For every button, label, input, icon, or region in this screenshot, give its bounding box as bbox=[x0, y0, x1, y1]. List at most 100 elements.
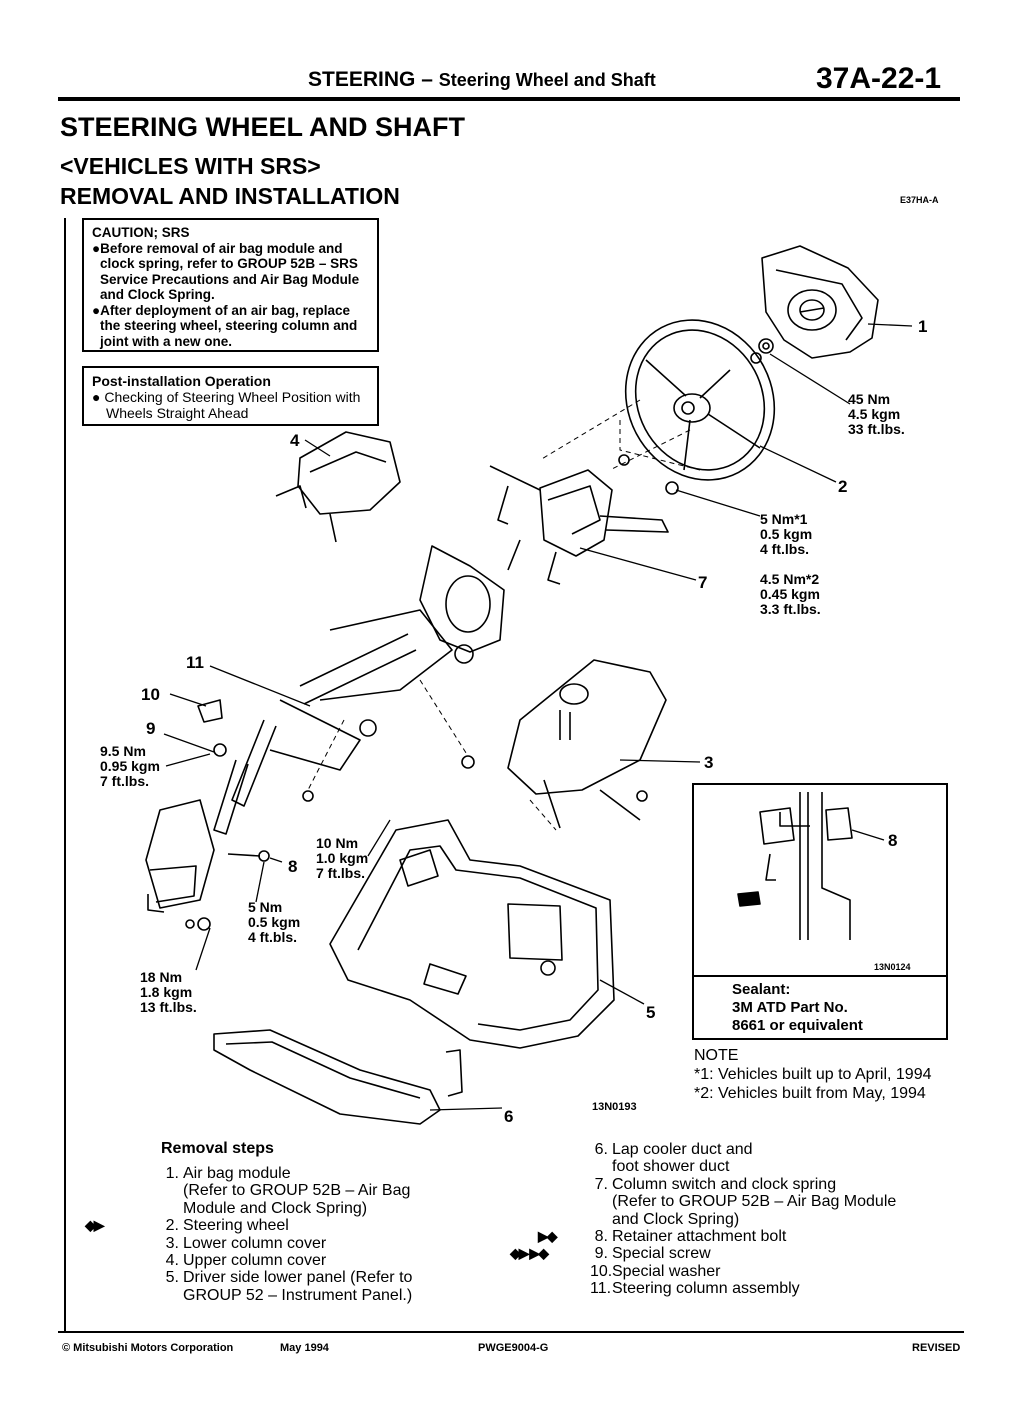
page-title: STEERING WHEEL AND SHAFT bbox=[60, 112, 466, 142]
step-number: 7. bbox=[594, 1175, 608, 1193]
removal-steps-right: 6. Lap cooler duct and foot shower duct … bbox=[510, 1141, 970, 1298]
callout-7: 7 bbox=[698, 573, 707, 592]
callout-labels: 1 2 3 4 5 6 7 8 8 9 10 11 bbox=[141, 317, 927, 1126]
step-number: 11. bbox=[590, 1280, 612, 1298]
service-point-symbol: ◆▶ ▶◆ bbox=[510, 1245, 549, 1262]
step-item: 5. Driver side lower panel (Refer to GRO… bbox=[161, 1269, 491, 1304]
figure-code-inset: 13N0124 bbox=[874, 962, 911, 972]
alignment-lines bbox=[307, 399, 701, 831]
step-number: 10. bbox=[590, 1262, 613, 1280]
step-item: 7. Column switch and clock spring (Refer… bbox=[590, 1176, 970, 1228]
torque-t1: 5 Nm*1 0.5 kgm 4 ft.lbs. bbox=[760, 511, 816, 557]
step-text: Special washer bbox=[612, 1262, 721, 1280]
sealant-line2: 8661 or equivalent bbox=[732, 1017, 863, 1034]
retainer-inset-box: Sealant: 3M ATD Part No. 8661 or equival… bbox=[692, 783, 948, 1040]
step-text: Column switch and clock spring bbox=[612, 1175, 837, 1193]
service-point-symbol: ▶◆ bbox=[538, 1228, 557, 1245]
torque-t2: 4.5 Nm*2 0.45 kgm 3.3 ft.lbs. bbox=[760, 571, 824, 617]
step-number: 9. bbox=[594, 1245, 608, 1263]
torque-specs: 45 Nm 4.5 kgm 33 ft.lbs. 5 Nm*1 0.5 kgm … bbox=[100, 391, 905, 1015]
step-item: 10. Special washer bbox=[590, 1263, 970, 1280]
step-text: Special screw bbox=[612, 1245, 711, 1263]
step-text: Steering column assembly bbox=[612, 1280, 800, 1298]
steering-wheel-drawing bbox=[624, 319, 776, 481]
lap-cooler-duct-drawing bbox=[213, 1029, 463, 1125]
torque-panel: 5 Nm 0.5 kgm 4 ft.bls. bbox=[248, 899, 304, 945]
section-header: STEERING – Steering Wheel and Shaft bbox=[308, 68, 656, 92]
step-text: Driver side lower panel (Refer to bbox=[183, 1269, 413, 1287]
step-text: Steering wheel bbox=[183, 1217, 289, 1235]
sealant-label: Sealant: bbox=[732, 981, 791, 998]
footer-status: REVISED bbox=[912, 1342, 961, 1354]
step-text: Lap cooler duct and bbox=[612, 1141, 753, 1158]
step-number: 1. bbox=[165, 1165, 179, 1182]
removal-steps-left: 1. Air bag module (Refer to GROUP 52B – … bbox=[85, 1165, 491, 1304]
post-installation-item: ● Checking of Steering Wheel Position wi… bbox=[92, 389, 361, 421]
lower-panel-drawing bbox=[329, 819, 615, 1049]
step-text: Upper column cover bbox=[183, 1252, 327, 1270]
post-installation-box: Post-installation Operation ● Checking o… bbox=[82, 366, 379, 426]
steering-column-drawing bbox=[213, 539, 521, 835]
post-installation-heading: Post-installation Operation bbox=[92, 373, 271, 389]
nut-drawing bbox=[665, 338, 774, 495]
special-screw-drawing bbox=[197, 699, 227, 757]
column-switch-drawing bbox=[489, 454, 669, 585]
caution-box: CAUTION; SRS ●Before removal of air bag … bbox=[82, 218, 379, 352]
callout-10: 10 bbox=[141, 685, 160, 704]
note-line: *1: Vehicles built up to April, 1994 bbox=[694, 1066, 932, 1083]
procedure-title: REMOVAL AND INSTALLATION bbox=[60, 183, 400, 209]
footer-date: May 1994 bbox=[280, 1342, 329, 1354]
bolt-drawing bbox=[227, 755, 648, 862]
service-point-symbol: ◆▶ bbox=[85, 1217, 104, 1234]
inset-divider bbox=[694, 975, 946, 977]
left-margin-rule bbox=[64, 218, 66, 1331]
step-text: Lower column cover bbox=[183, 1234, 327, 1252]
callout-9: 9 bbox=[146, 719, 155, 738]
step-number: 5. bbox=[165, 1269, 179, 1287]
note-heading: NOTE bbox=[694, 1047, 739, 1064]
footer-rule bbox=[58, 1331, 964, 1333]
sealant-line1: 3M ATD Part No. bbox=[732, 999, 848, 1016]
step-item: 11. Steering column assembly bbox=[590, 1280, 970, 1297]
subsection-name: Steering Wheel and Shaft bbox=[438, 70, 656, 90]
removal-steps-heading: Removal steps bbox=[161, 1140, 274, 1157]
figure-code-main: 13N0193 bbox=[592, 1101, 637, 1113]
step-item: ◆▶ ▶◆ 9. Special screw bbox=[510, 1245, 970, 1263]
step-text: Retainer attachment bolt bbox=[612, 1228, 787, 1246]
step-number: 3. bbox=[165, 1234, 179, 1252]
vehicle-scope: <VEHICLES WITH SRS> bbox=[60, 153, 321, 179]
callout-11: 11 bbox=[186, 653, 204, 672]
step-number: 4. bbox=[165, 1252, 179, 1270]
note-line: *2: Vehicles built from May, 1994 bbox=[694, 1085, 926, 1102]
step-number: 8. bbox=[594, 1228, 608, 1246]
leader-lines bbox=[163, 323, 913, 1111]
callout-1: 1 bbox=[918, 317, 927, 336]
caution-item: ●Before removal of air bag module and cl… bbox=[92, 240, 360, 303]
step-item: 4. Upper column cover bbox=[161, 1252, 491, 1269]
step-item: ▶◆ 8. Retainer attachment bolt bbox=[538, 1228, 970, 1246]
torque-joint: 9.5 Nm 0.95 kgm 7 ft.lbs. bbox=[100, 743, 164, 789]
section-name: STEERING bbox=[308, 68, 416, 91]
steering-joint-drawing bbox=[145, 799, 215, 931]
note-block: NOTE *1: Vehicles built up to April, 199… bbox=[694, 1046, 932, 1103]
footer-copyright: © Mitsubishi Motors Corporation bbox=[62, 1342, 234, 1354]
step-number: 6. bbox=[594, 1141, 608, 1158]
callout-2: 2 bbox=[838, 477, 847, 496]
footer-doc-number: PWGE9004-G bbox=[478, 1342, 549, 1354]
caution-item: ●After deployment of an air bag, replace… bbox=[92, 302, 358, 349]
callout-8-inset: 8 bbox=[888, 831, 897, 850]
step-subtext: GROUP 52 – Instrument Panel.) bbox=[183, 1286, 413, 1304]
callout-4: 4 bbox=[290, 431, 300, 450]
step-subtext: foot shower duct bbox=[612, 1158, 730, 1176]
step-subtext: (Refer to GROUP 52B – Air Bag bbox=[183, 1182, 411, 1200]
torque-column: 10 Nm 1.0 kgm 7 ft.lbs. bbox=[316, 835, 372, 881]
torque-bracket: 18 Nm 1.8 kgm 13 ft.lbs. bbox=[140, 969, 197, 1015]
callout-8: 8 bbox=[288, 857, 297, 876]
sealant-spec: Sealant: 3M ATD Part No. 8661 or equival… bbox=[732, 981, 863, 1035]
header-dash: – bbox=[421, 68, 433, 91]
upper-column-cover-drawing bbox=[275, 431, 401, 543]
page-number: 37A-22-1 bbox=[816, 62, 942, 95]
step-subtext: and Clock Spring) bbox=[612, 1210, 740, 1228]
header-rule bbox=[58, 97, 960, 101]
